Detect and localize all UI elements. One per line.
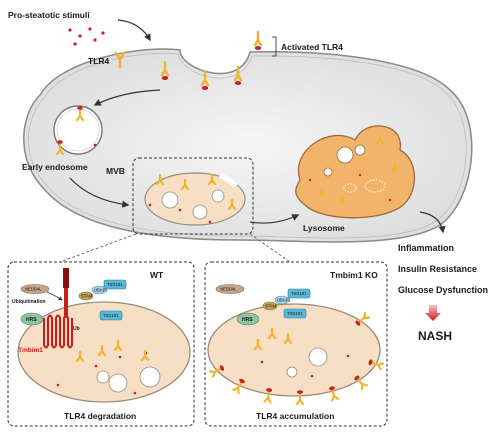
wt-ubap1-label: UBAP1 (94, 288, 108, 293)
early-endosome-label: Early endosome (22, 162, 88, 172)
activated-receptor (233, 65, 243, 85)
tsg101-protein (103, 279, 127, 290)
wt-tsg101-lower-label: TSG101 (103, 313, 119, 318)
hrs-protein (20, 312, 44, 326)
ko-hrs-protein (236, 312, 260, 326)
ko-stam-protein (262, 301, 278, 311)
tlr4-receptor (114, 51, 126, 69)
wt-tag: WT (150, 270, 164, 280)
lysosome-label: Lysosome (303, 223, 345, 233)
ko-nedd4l-protein (215, 284, 245, 294)
stam-protein (78, 291, 94, 301)
ko-hrs-label: HRS (242, 317, 253, 323)
ubiquitination-arrow (46, 291, 63, 301)
ko-tag: Tmbim1 KO (330, 270, 378, 280)
mvb-to-lysosome-arrow (249, 214, 300, 224)
ko-tsg101-protein-lower (283, 308, 307, 319)
mvb-label: MVB (106, 166, 125, 176)
internalization-arrow (93, 89, 161, 106)
stimuli-dots (68, 27, 105, 46)
activated-receptor (200, 70, 210, 90)
ubiquitination-label: Ubiquitination (12, 299, 46, 305)
nedd4l-protein (20, 284, 50, 294)
ko-tsg101-label: TSG101 (291, 291, 307, 296)
endosome-to-mvb-arrow (69, 177, 130, 208)
ko-ubap1-label: UBAP1 (277, 298, 291, 303)
activated-bracket (272, 36, 277, 57)
nash-arrow (425, 305, 441, 321)
ko-nedd4l-label: NEDD4L (220, 287, 237, 292)
wt-caption: TLR4 degradation (64, 411, 136, 421)
wt-panel (7, 261, 195, 427)
wt-stam-label: STAM (81, 294, 93, 299)
early-endosome (53, 105, 103, 156)
membrane-inner-line (28, 52, 467, 239)
mvb (144, 172, 246, 226)
wt-tsg101-label: TSG101 (107, 282, 123, 287)
stimuli-label: Pro-steatotic stimuli (8, 10, 90, 20)
zoom-connector-left (59, 233, 137, 263)
ub-label: Ub (73, 326, 80, 332)
ubiquitin-chain (63, 268, 69, 288)
activated-receptor (160, 60, 170, 80)
stimuli-arrow (117, 19, 151, 42)
ko-mvb (207, 303, 381, 397)
wt-nedd4l-label: NEDD4L (25, 287, 42, 292)
activated-tlr4-label: Activated TLR4 (281, 42, 343, 52)
ko-ubap1-protein (274, 295, 290, 305)
outcome-arrow (419, 211, 446, 234)
outcome-glucose-dysfunction: Glucose Dysfunction (398, 285, 488, 295)
lysosome (295, 125, 416, 219)
ko-caption: TLR4 accumulation (256, 411, 334, 421)
ko-panel (204, 261, 388, 427)
tlr4-ub-tail (64, 268, 68, 318)
ko-stam-label: STAM (265, 304, 277, 309)
outcome-insulin-resistance: Insulin Resistance (398, 264, 477, 274)
tmbim1-label: Tmbim1 (18, 347, 43, 354)
outcome-nash: NASH (418, 329, 452, 343)
ko-tsg101-protein (287, 288, 311, 299)
ubap1-protein (91, 285, 107, 295)
outcome-inflammation: Inflammation (398, 243, 454, 253)
tlr4-label: TLR4 (88, 56, 110, 66)
ko-tsg101-lower-label: TSG101 (287, 311, 303, 316)
accumulated-receptors (208, 312, 384, 406)
wt-hrs-label: HRS (26, 317, 37, 323)
zoom-connector-right (249, 233, 291, 263)
tsg101-protein-lower (99, 310, 123, 321)
activated-receptor (253, 30, 263, 50)
